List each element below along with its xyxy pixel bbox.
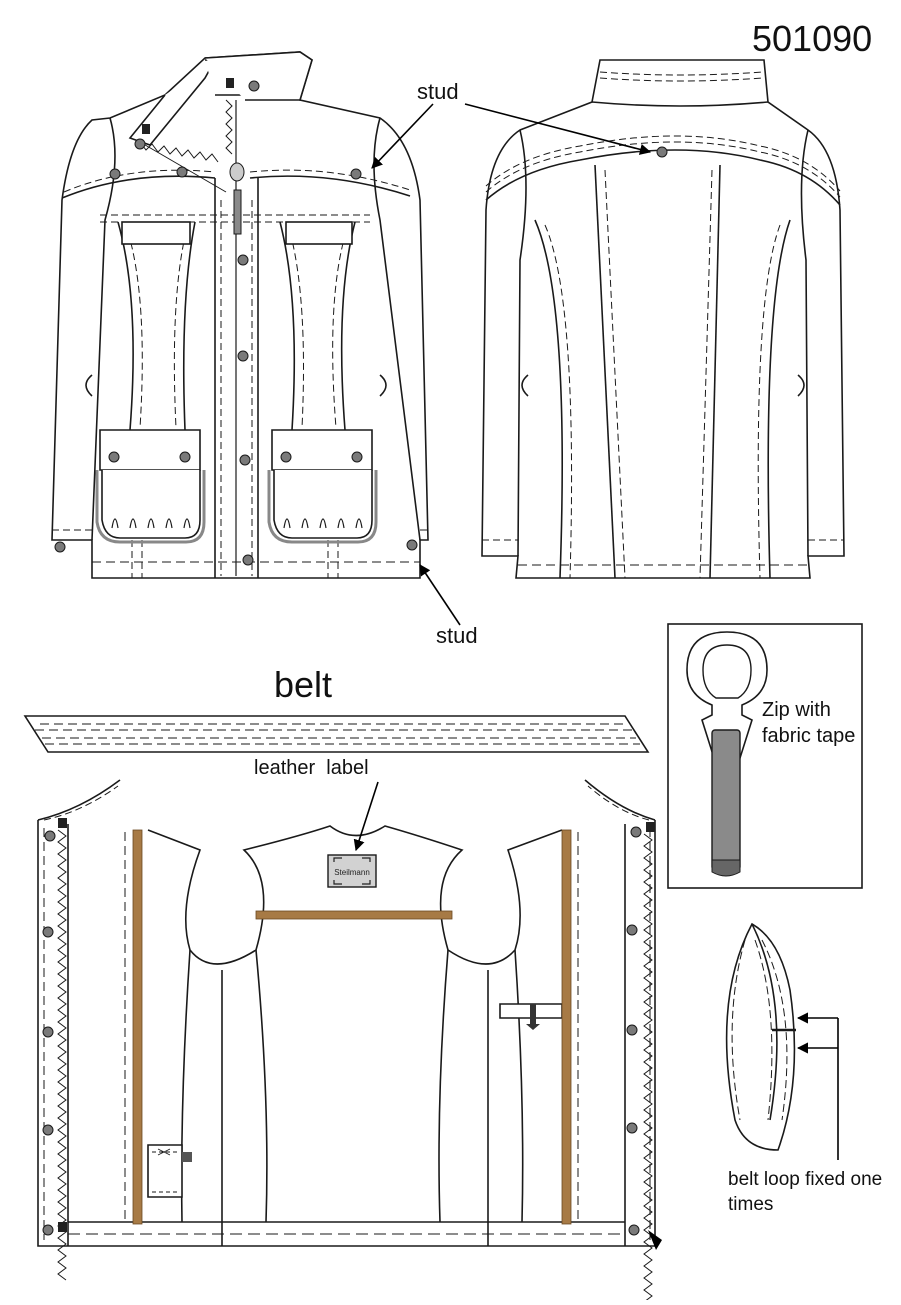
- belt-loop-caption: belt loop fixed one times: [728, 1169, 883, 1215]
- stud-icon: [280, 451, 292, 463]
- stud-icon: [176, 166, 188, 178]
- jacket-front: [51, 51, 429, 579]
- belt-title: belt: [274, 664, 333, 705]
- stud-icon: [626, 924, 638, 936]
- stud-icon: [248, 80, 260, 92]
- belt-loop-drawing: [725, 922, 796, 1151]
- leather-label-patch: Steilmann: [327, 854, 377, 888]
- belt-drawing: [23, 715, 650, 753]
- style-number: 501090: [752, 18, 873, 59]
- stud-icon: [179, 451, 191, 463]
- stud-icon: [628, 1224, 640, 1236]
- stud-icon: [242, 554, 254, 566]
- inside-studs: [42, 826, 642, 1236]
- stud-label-top: stud: [417, 79, 459, 104]
- stud-icon: [54, 541, 66, 553]
- stud-icon: [237, 254, 249, 266]
- back-stud-icon: [656, 146, 668, 158]
- label-arrow: [353, 781, 379, 852]
- stud-icon: [42, 926, 54, 938]
- front-zip-puller-icon: [229, 162, 245, 235]
- stud-icon: [630, 826, 642, 838]
- stud-icon: [626, 1024, 638, 1036]
- stud-label-bottom: stud: [436, 623, 478, 648]
- stud-icon: [109, 168, 121, 180]
- label-brand-text: Steilmann: [334, 868, 370, 877]
- zip-detail-box: [667, 623, 863, 889]
- stud-icon: [239, 454, 251, 466]
- belt-loop-arrows: [796, 1012, 839, 1160]
- stud-icon: [351, 451, 363, 463]
- stud-icon: [108, 451, 120, 463]
- stud-icon: [44, 830, 56, 842]
- stud-icon: [134, 138, 146, 150]
- leather-label-caption: leather label: [254, 757, 369, 779]
- piping-strips: [132, 829, 572, 1225]
- stud-icon: [42, 1026, 54, 1038]
- stud-icon: [237, 350, 249, 362]
- jacket-back: [481, 59, 845, 579]
- stud-icon: [42, 1124, 54, 1136]
- stud-icon: [350, 168, 362, 180]
- stud-icon: [626, 1122, 638, 1134]
- stud-arrows: [371, 103, 652, 626]
- front-studs: [54, 80, 418, 566]
- zip-caption: Zip with fabric tape: [762, 699, 856, 747]
- stud-icon: [406, 539, 418, 551]
- stud-icon: [42, 1224, 54, 1236]
